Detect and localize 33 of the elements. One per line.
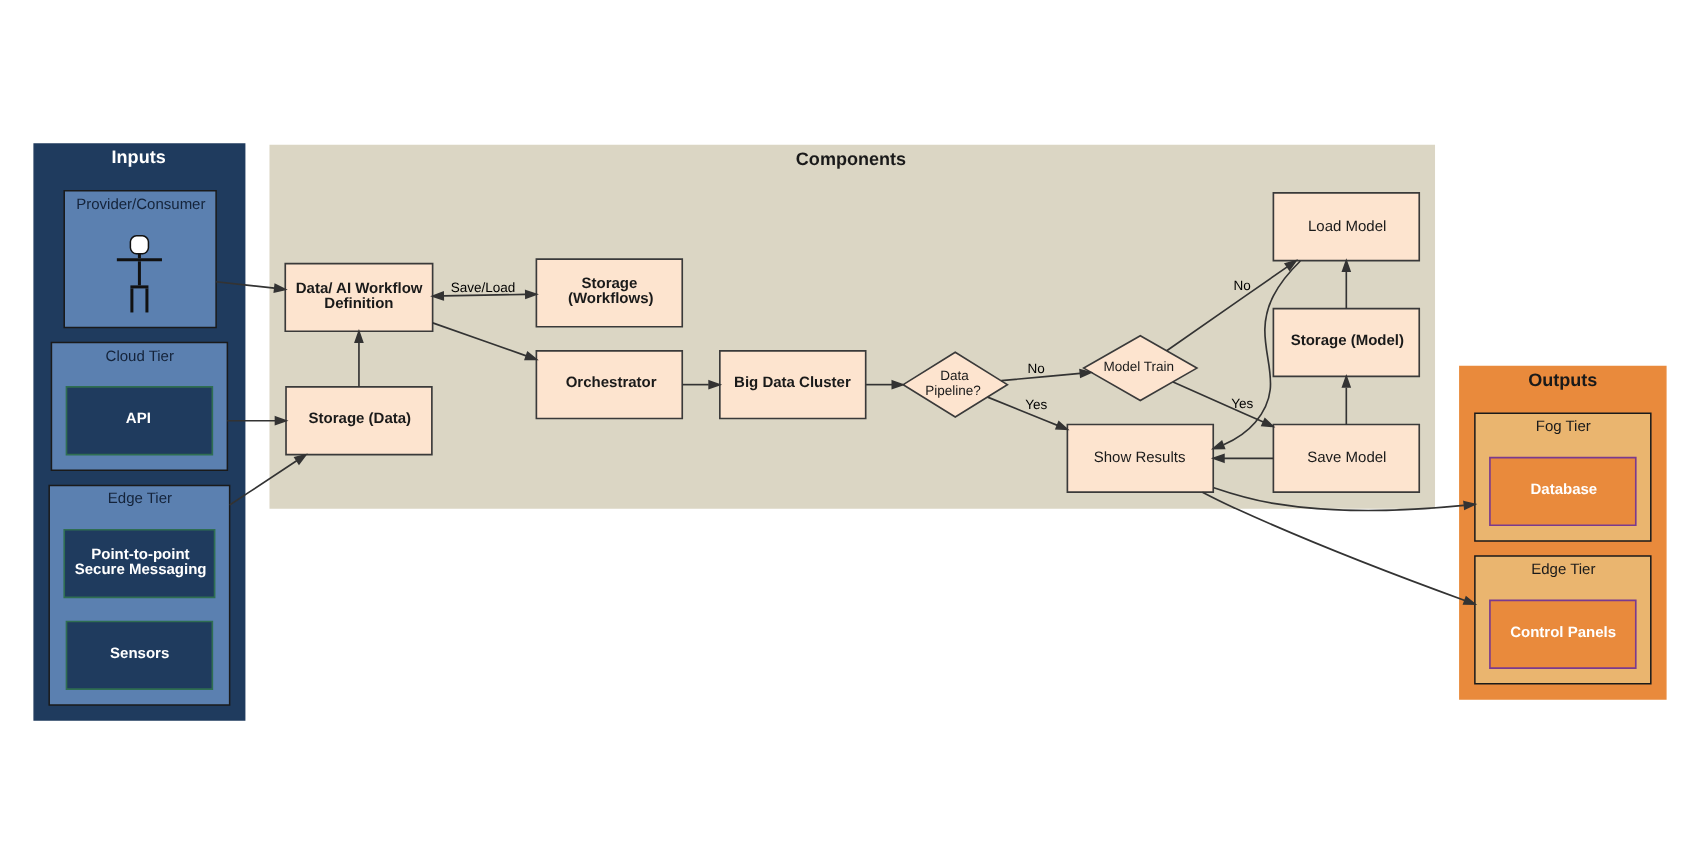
node-box: API [65, 386, 214, 456]
arrow [865, 379, 906, 390]
cluster: Provider/Consumer [63, 189, 217, 329]
node-box: Load Model [1272, 192, 1421, 262]
arrow [1210, 453, 1275, 464]
node-box: Point-to-point Secure Messaging [63, 528, 216, 599]
node-box: Database [1489, 456, 1637, 527]
arrow [215, 280, 288, 293]
arrow [986, 396, 1070, 431]
arrow [1172, 381, 1276, 428]
node-box: Data/ AI Workflow Definition [284, 262, 434, 333]
arrow [1341, 258, 1352, 310]
node-box: Storage (Data) [285, 386, 433, 456]
arrow [1201, 491, 1478, 605]
node-box: Sensors [65, 620, 214, 690]
node-box: Save Model [1272, 423, 1421, 493]
arrow [431, 322, 539, 361]
node-box: Control Panels [1489, 599, 1637, 669]
arrow [430, 289, 539, 301]
arrow [1341, 373, 1352, 426]
arrow [354, 329, 364, 388]
arrow [1165, 259, 1299, 352]
node-box: Orchestrator [535, 349, 684, 420]
node-box: Storage (Model) [1272, 307, 1421, 378]
arrow [228, 453, 308, 506]
arrow [1000, 368, 1094, 382]
node-box: Big Data Cluster [719, 349, 867, 420]
arrow [681, 379, 723, 390]
arrow [1210, 260, 1302, 450]
node-box: Storage (Workflows) [535, 258, 684, 328]
arrow [226, 415, 289, 426]
node-box: Show Results [1066, 423, 1215, 493]
arrow [1212, 486, 1478, 512]
